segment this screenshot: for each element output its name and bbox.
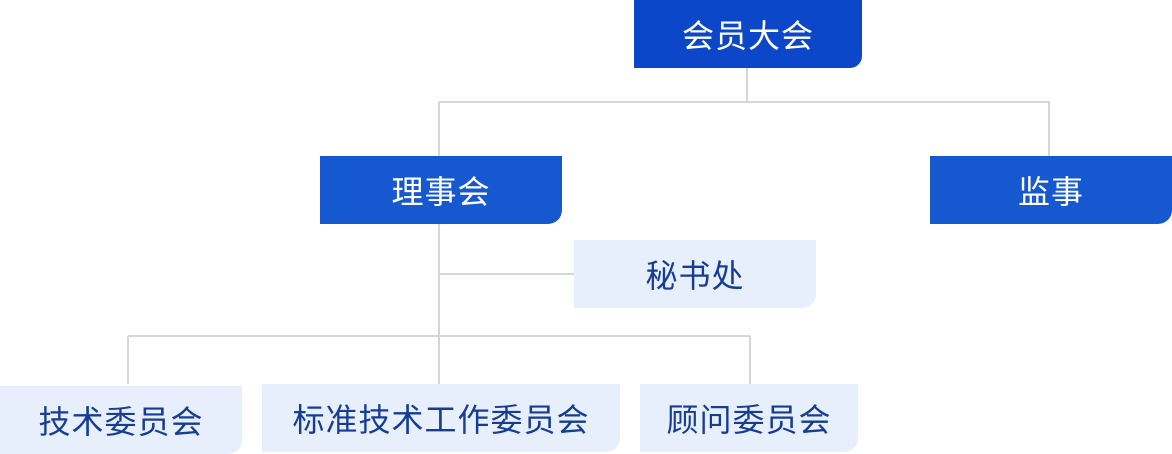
node-supervisor-label: 监事 — [1017, 173, 1084, 211]
node-technical-committee: 技术委员会 — [0, 386, 242, 454]
node-advisory-committee-label: 顾问委员会 — [666, 401, 832, 439]
node-council: 理事会 — [320, 156, 562, 224]
node-general-assembly-label: 会员大会 — [681, 17, 814, 55]
node-standards-committee-label: 标准技术工作委员会 — [292, 401, 590, 439]
node-secretariat-label: 秘书处 — [645, 257, 745, 295]
node-general-assembly: 会员大会 — [634, 0, 862, 68]
node-secretariat: 秘书处 — [574, 240, 816, 308]
node-supervisor: 监事 — [930, 156, 1172, 224]
node-council-label: 理事会 — [391, 173, 491, 211]
node-technical-committee-label: 技术委员会 — [38, 403, 204, 441]
node-advisory-committee: 顾问委员会 — [640, 384, 858, 452]
node-standards-committee: 标准技术工作委员会 — [262, 384, 620, 452]
